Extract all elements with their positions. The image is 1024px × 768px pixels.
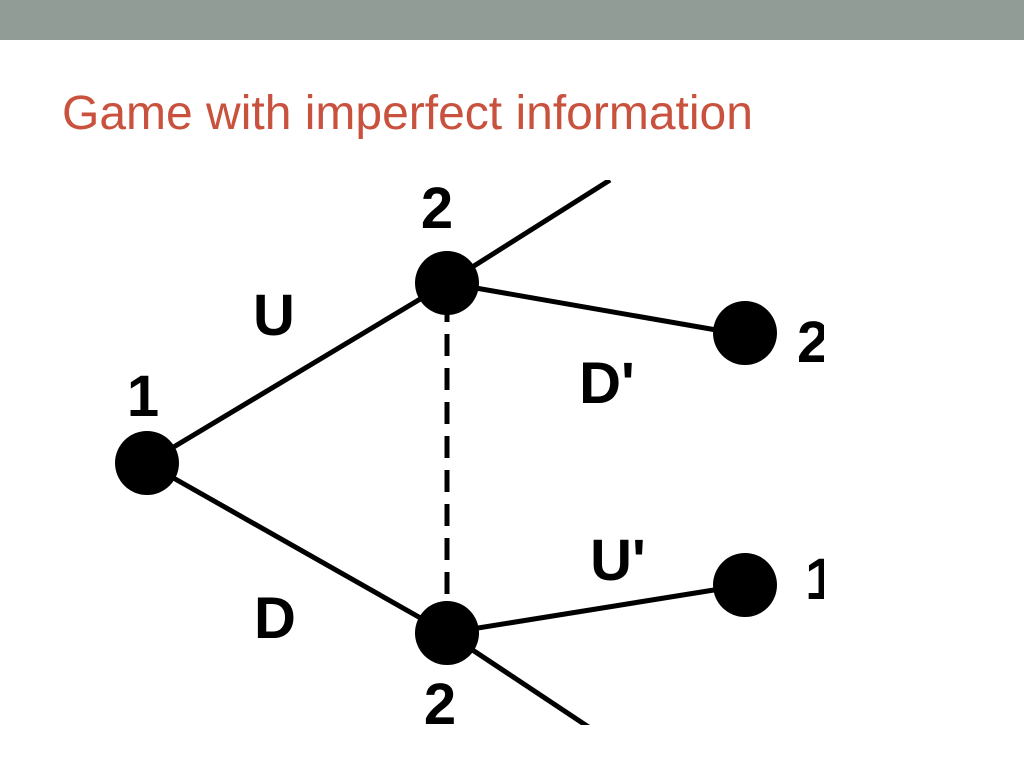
root-node — [115, 431, 179, 495]
payoff-lower-terminal: 1, 2 — [805, 547, 902, 612]
edge-lower-node-up — [444, 582, 748, 636]
slide-title: Game with imperfect information — [62, 87, 753, 140]
edge-root-to-upper-node — [144, 280, 450, 466]
action-label-u: U — [253, 283, 295, 348]
payoff-upper-terminal: 2, 1 — [797, 310, 894, 375]
top-bar — [0, 0, 1024, 40]
upper-decision-node — [415, 251, 479, 315]
action-label-u-prime: U' — [590, 528, 646, 593]
upper-node-player-label: 2 — [421, 176, 453, 241]
action-label-d-prime: D' — [579, 351, 635, 416]
root-player-label: 1 — [127, 364, 159, 429]
edge-root-to-lower-node — [144, 460, 450, 636]
edge-upper-node-down — [444, 280, 748, 338]
lower-terminal-node — [713, 553, 777, 617]
action-label-d: D — [254, 586, 296, 651]
edge-upper-node-up — [445, 180, 612, 286]
upper-terminal-node — [713, 301, 777, 365]
lower-node-player-label: 2 — [424, 672, 456, 737]
lower-decision-node — [415, 601, 479, 665]
